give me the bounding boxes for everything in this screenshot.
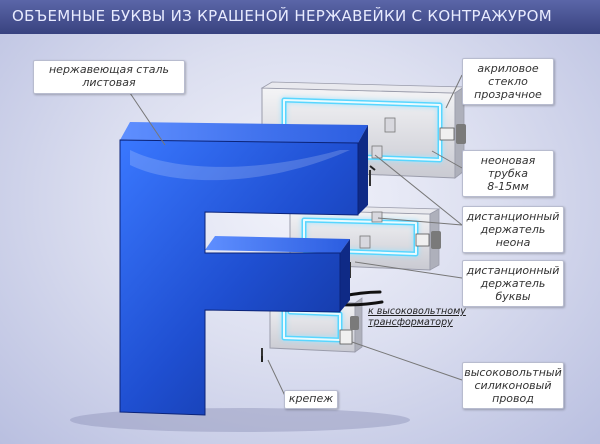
leader-lines [129,74,463,399]
title-bar: ОБЪЕМНЫЕ БУКВЫ ИЗ КРАШЕНОЙ НЕРЖАВЕЙКИ С … [0,0,600,34]
callout-acrylic-glass: акриловое стекло прозрачное [462,58,554,105]
callout-stainless-line-2: листовая [82,76,136,89]
callout-acrylic-line-3: прозрачное [474,88,542,101]
transformer-label-line-2: трансформатору [368,317,453,328]
callout-neon-holder-line-1: дистанционный [466,210,560,223]
callout-hv-wire-line-3: провод [492,392,534,405]
callout-neon-tube: неоновая трубка 8-15мм [462,150,554,197]
callout-neon-tube-line-2: трубка [487,167,529,180]
callout-hv-wire: высоковольтный силиконовый провод [462,362,564,409]
neon-electrodes [339,124,466,345]
callout-neon-holder-line-2: держатель [480,223,546,236]
page-title: ОБЪЕМНЫЕ БУКВЫ ИЗ КРАШЕНОЙ НЕРЖАВЕЙКИ С … [12,7,552,25]
callout-mount: крепеж [284,390,338,409]
callout-letter-holder-line-2: держатель [480,277,546,290]
callout-acrylic-line-2: стекло [488,75,528,88]
callout-letter-holder: дистанционный держатель буквы [462,260,564,307]
callout-neon-holder: дистанционный держатель неона [462,206,564,253]
callout-hv-wire-line-2: силиконовый [474,379,552,392]
floor-shadow [70,408,410,432]
callout-neon-holder-line-3: неона [495,236,531,249]
callout-hv-wire-line-1: высоковольтный [464,366,562,379]
callout-neon-tube-line-1: неоновая [480,154,536,167]
callout-neon-tube-line-3: 8-15мм [487,180,529,193]
transformer-label: к высоковольтному трансформатору [368,306,478,328]
letter-f-3d [119,122,376,416]
callout-mount-label: крепеж [288,392,334,405]
neon-holder-clips [359,117,396,249]
transformer-label-line-1: к высоковольтному [368,306,466,317]
callout-letter-holder-line-1: дистанционный [466,264,560,277]
callout-stainless-line-1: нержавеющая сталь [48,63,170,76]
callout-letter-holder-line-3: буквы [495,290,531,303]
callout-acrylic-line-1: акриловое [477,62,539,75]
callout-stainless-steel: нержавеющая сталь листовая [33,60,185,94]
